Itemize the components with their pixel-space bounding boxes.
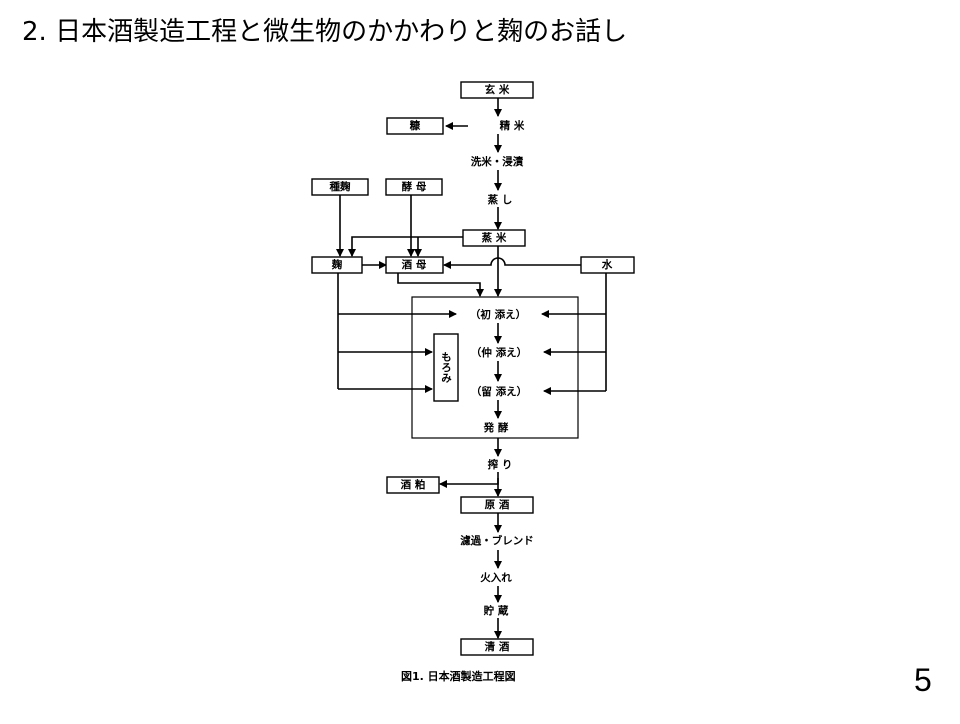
- step-hiire: 火入れ: [480, 572, 512, 584]
- node-tanekoji-label: 種麹: [330, 180, 351, 193]
- step-roka: 濾過・ブレンド: [460, 534, 534, 547]
- node-tanekoji: 種麹: [311, 178, 369, 196]
- node-seishu-label: 清 酒: [485, 640, 510, 653]
- step-tomezoe: （留 添え）: [471, 385, 527, 398]
- node-jomai-label: 蒸 米: [482, 231, 507, 244]
- node-jomai: 蒸 米: [462, 229, 526, 247]
- arrow-shibori-sakekasu: [439, 478, 499, 488]
- node-genshu-label: 原 酒: [485, 498, 510, 511]
- slide-title: 2. 日本酒製造工程と微生物のかかわりと麹のお話し: [22, 17, 628, 47]
- node-shubo: 酒 母: [385, 256, 444, 274]
- node-shubo-label: 酒 母: [402, 258, 427, 271]
- step-nakazoe: （仲 添え）: [471, 346, 527, 359]
- step-senmai: 洗米・浸漬: [471, 155, 524, 168]
- figure-caption: 図1. 日本酒製造工程図: [401, 669, 516, 683]
- node-genmai-label: 玄 米: [485, 83, 510, 96]
- node-kobo-label: 酵 母: [402, 180, 427, 193]
- arrow-jomai-koji-shubo: [348, 236, 463, 257]
- step-hatsuzoe: （初 添え）: [470, 308, 526, 321]
- moromi-tank-box: [411, 296, 579, 439]
- node-seishu: 清 酒: [460, 638, 534, 656]
- node-moromi-label: もろみ: [440, 351, 452, 383]
- page-number: 5: [914, 662, 932, 698]
- node-nuka: 糠: [386, 117, 444, 135]
- arrow-shubo-tank: [397, 273, 484, 297]
- node-nuka-label: 糠: [409, 119, 421, 132]
- node-koji: 麹: [311, 256, 363, 274]
- node-sakekasu: 酒 粕: [386, 476, 440, 494]
- node-genshu: 原 酒: [460, 496, 534, 514]
- step-chozo: 貯 蔵: [484, 604, 509, 617]
- node-mizu-label: 水: [601, 258, 613, 271]
- node-sakekasu-label: 酒 粕: [401, 478, 426, 491]
- node-moromi: もろみ: [433, 333, 459, 402]
- step-seimai: 精 米: [500, 119, 525, 132]
- step-shibori: 搾 り: [488, 458, 513, 471]
- node-kobo: 酵 母: [385, 178, 443, 196]
- step-hakko: 発 酵: [483, 421, 509, 434]
- step-mushi: 蒸 し: [488, 193, 513, 206]
- arrow-mizu-shubo: [443, 257, 581, 269]
- node-genmai: 玄 米: [460, 81, 534, 99]
- node-mizu: 水: [580, 256, 635, 274]
- node-koji-label: 麹: [331, 258, 343, 271]
